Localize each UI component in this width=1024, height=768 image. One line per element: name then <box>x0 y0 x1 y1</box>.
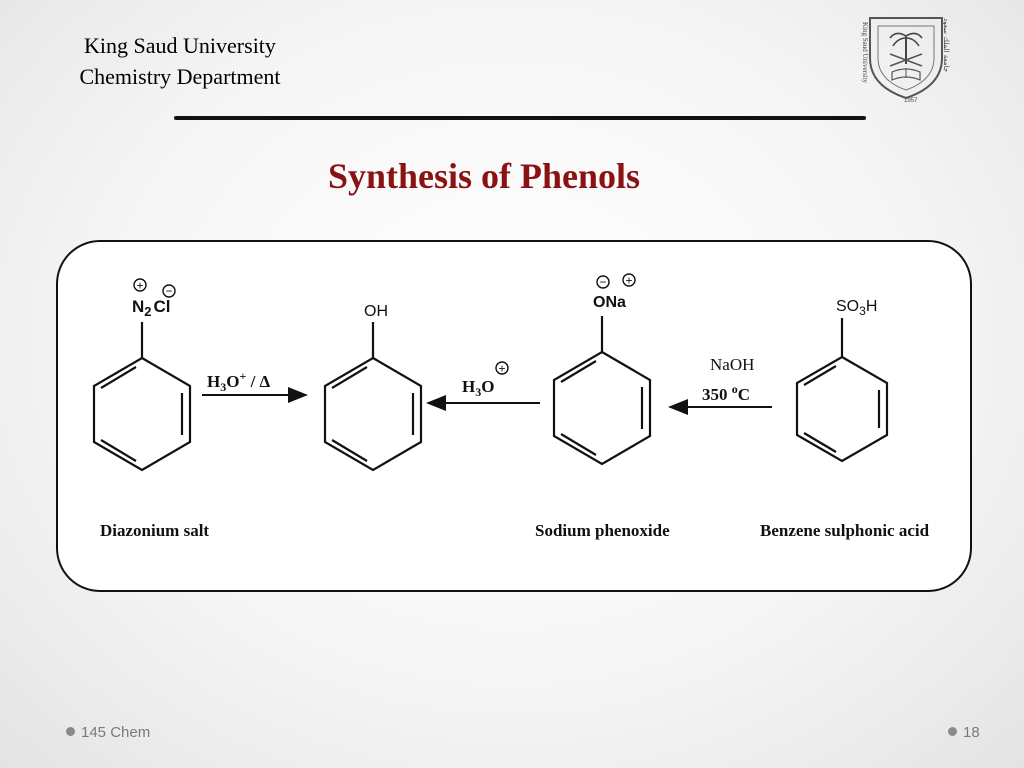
department-name: Chemistry Department <box>79 64 281 89</box>
benzene-ring-diazonium <box>92 322 192 472</box>
svg-text:1957: 1957 <box>904 98 918 104</box>
footer-course: 145 Chem <box>66 724 150 741</box>
bullet-dot <box>948 727 957 736</box>
label-benzene-sulphonic-acid: Benzene sulphonic acid <box>760 521 930 540</box>
benzene-ring-sulphonic <box>795 318 889 463</box>
svg-text:350 oC: 350 oC <box>702 382 750 404</box>
arrow-hydrolysis: H3O+ / Δ <box>202 369 308 403</box>
svg-text:ONa: ONa <box>593 294 626 311</box>
page-number: 18 <box>963 724 980 741</box>
svg-text:−: − <box>165 284 172 298</box>
svg-text:+: + <box>625 274 632 288</box>
svg-text:+: + <box>498 362 505 376</box>
course-label: 145 Chem <box>81 724 151 741</box>
university-seal-logo: King Saud University 1957 جامعة الملك سع… <box>861 17 950 104</box>
svg-text:+: + <box>136 279 143 293</box>
bullet-dot <box>66 727 75 736</box>
university-name: King Saud University <box>84 33 276 58</box>
svg-text:NaOH: NaOH <box>710 355 754 374</box>
phenoxide-group: − + ONa <box>593 273 636 311</box>
slide-title: Synthesis of Phenols <box>327 156 641 196</box>
svg-text:−: − <box>599 275 606 289</box>
benzene-ring-phenoxide <box>552 316 652 466</box>
svg-text:H3O: H3O <box>462 377 494 399</box>
label-sodium-phenoxide: Sodium phenoxide <box>535 521 670 540</box>
arrow-fusion: NaOH 350 oC <box>668 355 772 415</box>
header-text: King Saud University Chemistry Departmen… <box>60 30 300 92</box>
svg-text:King Saud University: King Saud University <box>861 22 869 84</box>
sulphonic-group: SO3H <box>836 298 877 318</box>
benzene-ring-phenol <box>323 322 423 472</box>
arrow-acidification: H3O + <box>426 361 540 411</box>
reaction-panel <box>56 240 972 592</box>
svg-text:جامعة الملك سعود: جامعة الملك سعود <box>942 18 950 72</box>
phenol-oh-group: OH <box>364 303 388 320</box>
label-diazonium-salt: Diazonium salt <box>100 521 209 540</box>
svg-text:H3O+ / Δ: H3O+ / Δ <box>207 369 271 394</box>
footer-page: 18 <box>948 724 980 741</box>
header-divider <box>174 116 866 120</box>
